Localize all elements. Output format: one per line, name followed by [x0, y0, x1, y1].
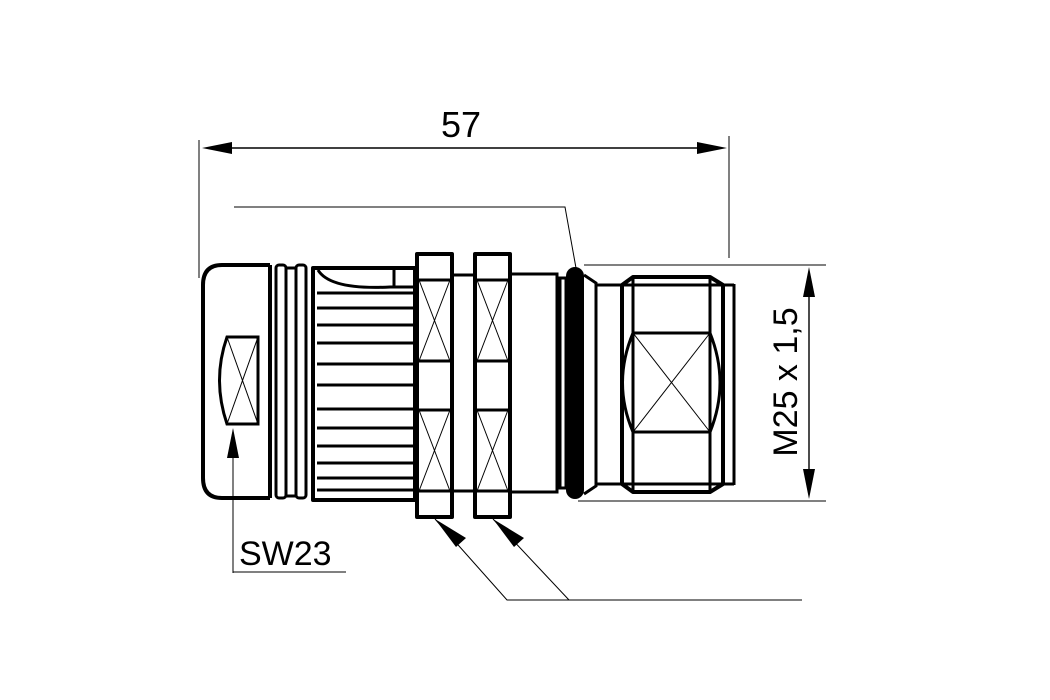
arrowhead-right-icon	[697, 142, 727, 154]
locknut-left	[415, 252, 454, 519]
arrowhead-left-icon	[202, 142, 232, 154]
arrowhead-icon	[435, 519, 466, 547]
locknut-left-leader	[434, 518, 802, 601]
ribbed-body	[311, 266, 417, 502]
locknut-leader-lines	[434, 518, 802, 601]
oring-leader-line	[234, 206, 577, 269]
shaft-between-nuts	[452, 273, 475, 493]
overall-length-label: 57	[441, 104, 481, 145]
wrench-size-label: SW23	[239, 535, 332, 573]
arrowhead-up-icon	[803, 267, 815, 297]
overall-length-dimension: 57	[198, 104, 730, 278]
cap-nut	[201, 263, 308, 500]
locknut-right	[473, 252, 512, 519]
o-ring	[566, 267, 584, 499]
hex-body	[583, 273, 736, 496]
arrowhead-icon	[493, 519, 524, 547]
threaded-shank	[508, 272, 568, 494]
arrowhead-up-icon	[227, 428, 239, 458]
thread-dimension: M25 x 1,5	[578, 264, 826, 502]
thread-label: M25 x 1,5	[767, 307, 805, 456]
wrench-size-callout: SW23	[227, 428, 346, 573]
arrowhead-down-icon	[803, 469, 815, 499]
